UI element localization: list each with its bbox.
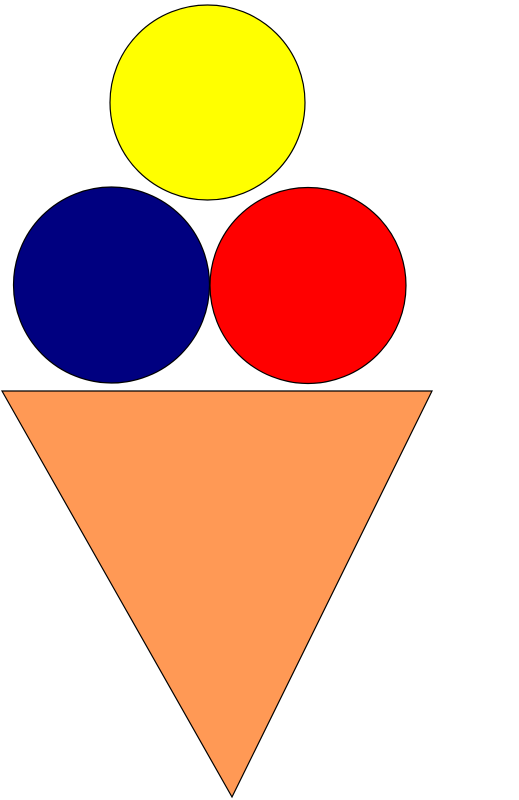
navy-scoop — [12, 186, 211, 384]
yellow-scoop — [109, 4, 306, 201]
red-scoop — [209, 186, 407, 385]
cone — [0, 390, 433, 799]
